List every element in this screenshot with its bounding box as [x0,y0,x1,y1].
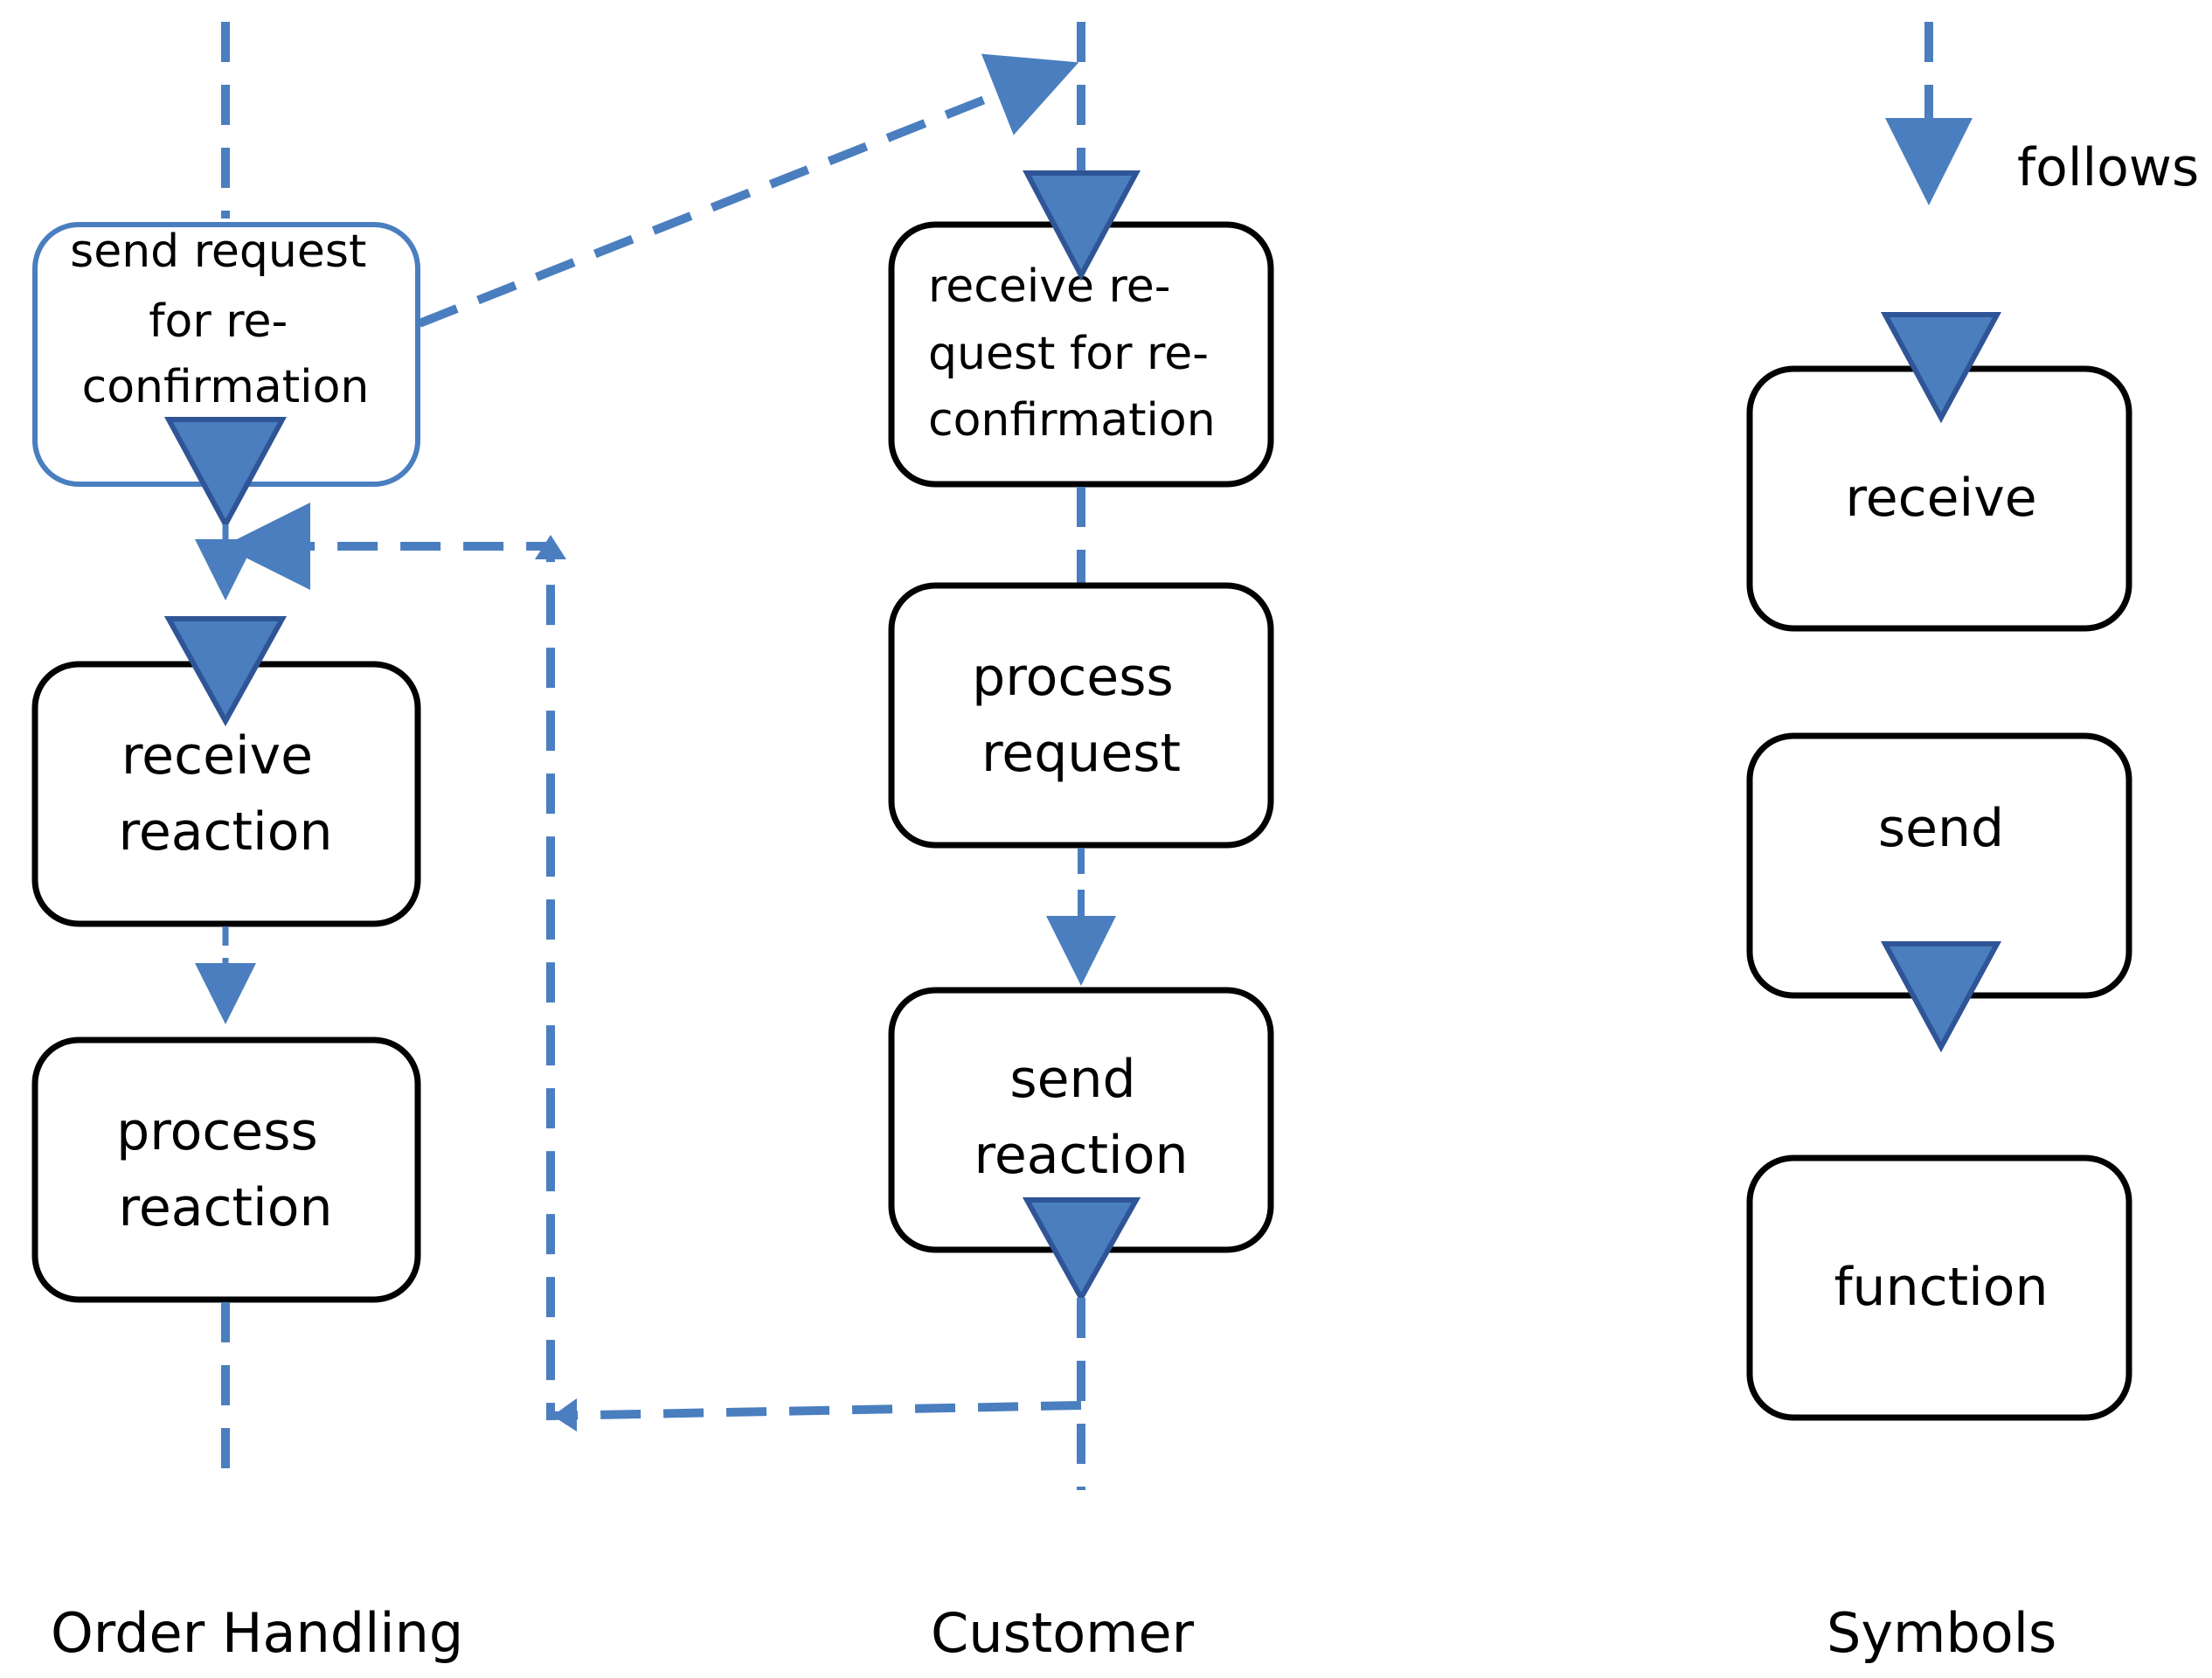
node-send-request-line-2: for re- [149,295,288,348]
legend-function-label: function [1834,1257,2048,1318]
svg-text:receive re- quest for: receive re- quest for re- confirmation [928,260,1224,447]
lane-order-handling: send request for re- confirmation receiv… [31,22,463,1665]
arrowhead-icon [552,1398,577,1432]
lane-customer: receive re- quest for re- confirmation p… [223,22,1274,1665]
node-send-request-line-3: confirmation [82,361,370,413]
receive-marker-icon [163,616,288,727]
legend-follows-label: follows [2017,137,2199,198]
node-send-reaction-line-2: reaction [974,1125,1189,1186]
lane-title-customer: Customer [931,1601,1195,1665]
svg-text:send: send [1878,798,2004,859]
svg-text:process request: process request [972,647,1190,784]
legend-receive-label: receive [1845,468,2036,529]
node-send-request-line-1: send request [70,225,366,278]
arrowhead-icon [535,535,566,559]
receive-marker-icon [1880,312,2002,424]
send-marker-icon [163,417,288,530]
node-receive-reaction-line-1: receive [121,725,313,787]
node-process-request-line-1: process [972,647,1174,708]
message-flow-reaction [223,503,1082,1421]
node-process-reaction-line-2: reaction [119,1177,333,1238]
node-receive-reaction-line-2: reaction [119,801,333,863]
legend-receive: receive [1746,312,2132,632]
node-send-request[interactable]: send request for re- confirmation [32,222,420,530]
lane-title-symbols: Symbols [1827,1601,2056,1665]
message-flow-request [418,53,1079,328]
send-marker-icon [1880,941,2002,1053]
node-receive-request-line-3: confirmation [928,394,1216,447]
node-receive-reaction[interactable]: receive reaction [31,616,421,927]
node-receive-request[interactable]: receive re- quest for re- confirmation [888,170,1274,488]
node-send-reaction[interactable]: send reaction [888,987,1274,1304]
svg-text:send request for re-: send request for re- confirmation [70,225,381,413]
node-receive-request-line-1: receive re- [928,260,1171,313]
node-process-reaction[interactable]: process reaction [31,1037,421,1303]
lane-title-order-handling: Order Handling [51,1601,463,1665]
receive-marker-icon [1023,170,1141,281]
legend-function-box [1746,1154,2132,1421]
svg-text:process reaction: process reaction [116,1101,335,1238]
node-process-request[interactable]: process request [888,582,1274,849]
node-process-request-box [888,582,1274,849]
svg-text:send reaction: send reaction [974,1049,1189,1186]
node-process-reaction-line-1: process [116,1101,318,1162]
svg-text:function: function [1834,1257,2048,1318]
legend-function: function [1746,1154,2132,1421]
lane-symbols: follows receive send function Symbols [1746,22,2199,1665]
legend-send-label: send [1878,798,2004,859]
svg-text:receive reaction: receive reaction [119,725,333,863]
node-process-reaction-box [31,1037,421,1303]
svg-text:receive: receive [1845,468,2036,529]
node-send-reaction-line-1: send [1009,1049,1135,1110]
legend-send: send [1746,732,2132,1053]
node-receive-request-line-2: quest for re- [928,328,1209,380]
send-marker-icon [1022,1197,1141,1304]
node-process-request-line-2: request [981,723,1181,784]
